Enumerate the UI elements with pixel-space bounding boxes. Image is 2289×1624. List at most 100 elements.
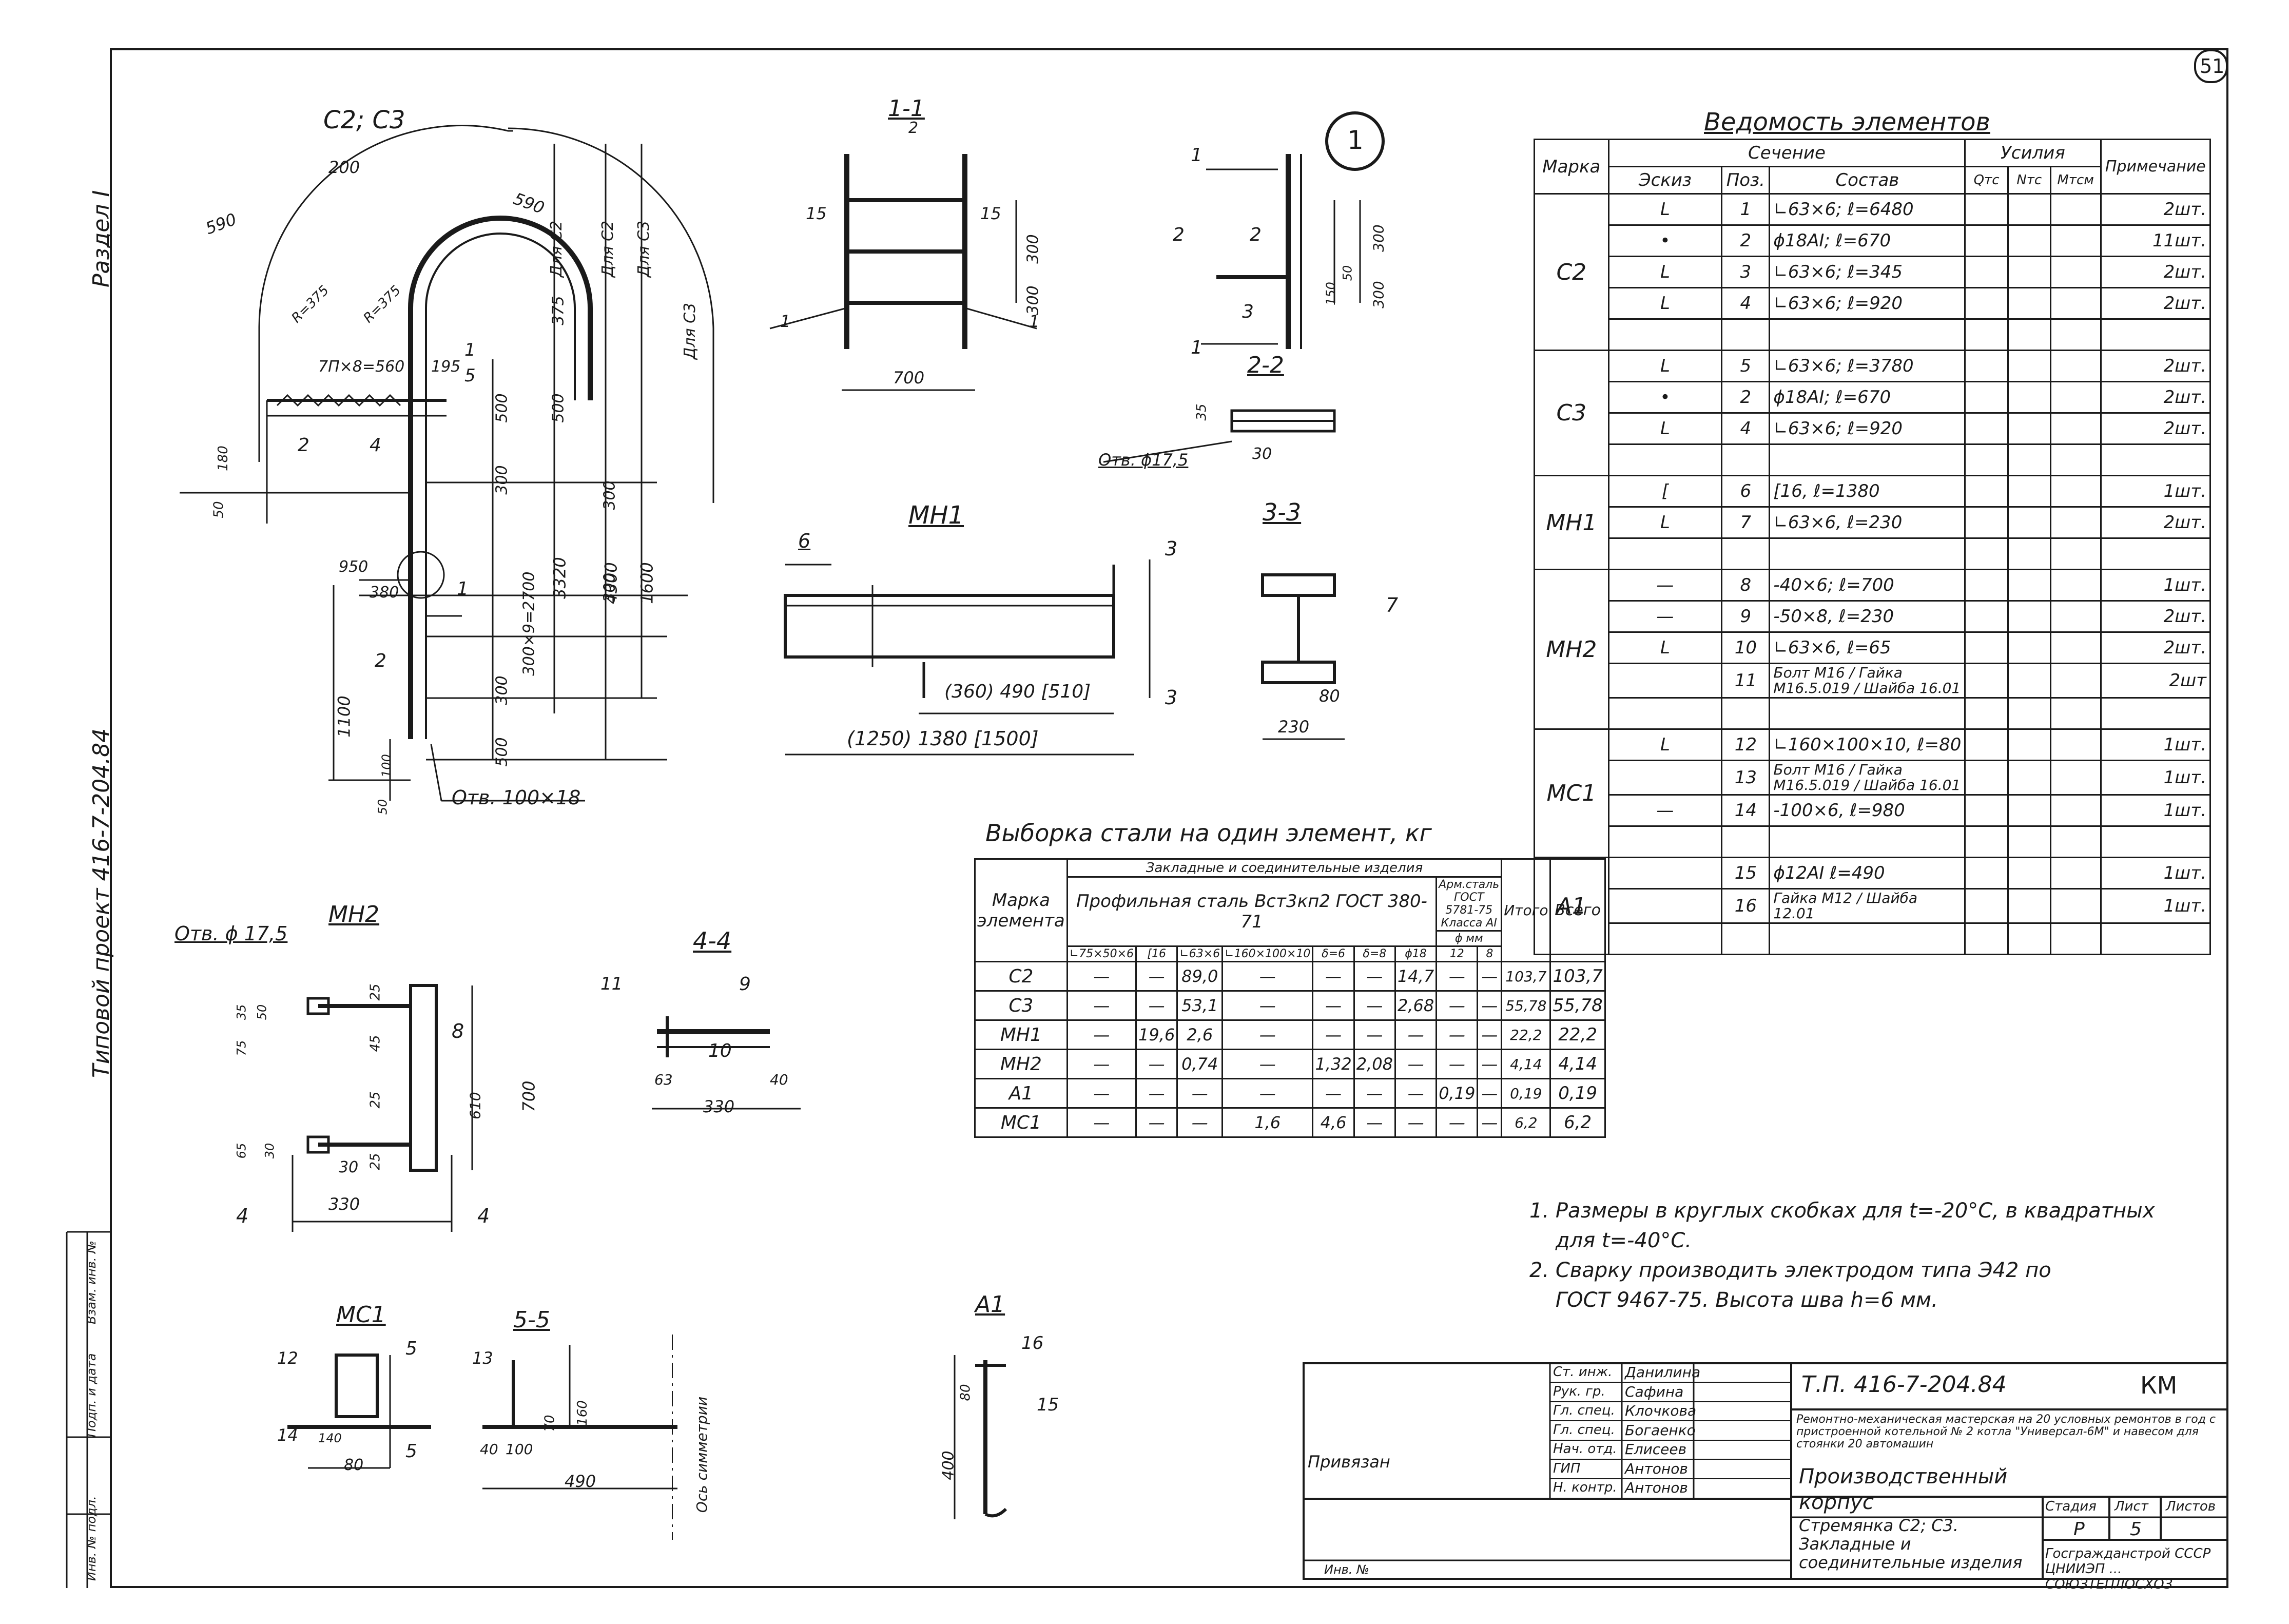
s44-dim-40: 40 [770,1071,788,1088]
ved-blank-cell [1769,825,1966,858]
vyb-value-cell: — [1312,1078,1355,1109]
ved-blank-cell [1721,537,1771,570]
mn2-title: МН2 [328,901,380,927]
s55-pos-13: 13 [472,1348,493,1368]
vyb-value-cell: — [1221,1049,1314,1079]
ved-prim-cell: 2шт [2100,663,2212,699]
vyb-col-header: ϕ18 [1394,945,1438,962]
c2c3-dim-50b: 50 [375,799,390,815]
c2c3-pos-5: 5 [464,365,476,386]
node1-dim-300b: 300 [1370,281,1387,308]
mn1-drawing [784,559,1151,756]
ved-h-n: Nтс [2007,166,2051,195]
s33-dim-80: 80 [1319,686,1340,706]
c2c3-dim-50: 50 [211,501,227,518]
ved-n-cell [2007,857,2051,890]
a1-title: А1 [975,1291,1005,1318]
ved-prim-cell: 2шт. [2100,381,2212,414]
ved-poz-cell: 16 [1721,888,1771,924]
s33-pos-7: 7 [1386,594,1399,616]
stamp-org: Госгражданстрой СССР ЦНИИЭП ... СОЮЗТЕПЛ… [2045,1546,2211,1592]
vyb-value-cell: 0,19 [1436,1078,1479,1109]
vyb-value-cell: — [1312,990,1355,1021]
ved-prim-cell: 11шт. [2100,224,2212,257]
ved-blank-cell [2007,318,2051,351]
ved-prim-cell: 1шт. [2100,794,2212,827]
ved-eskiz-cell [1607,888,1723,924]
s44-title: 4-4 [693,927,732,955]
ved-poz-cell: 7 [1721,506,1771,539]
ved-blank-cell [1721,825,1771,858]
ved-eskiz-cell: L [1607,412,1723,445]
vyb-value-cell: — [1353,1107,1396,1138]
stamp-mark: КМ [2140,1371,2178,1399]
ved-n-cell [2007,412,2051,445]
vyb-value-cell: — [1221,1078,1314,1109]
ved-m-cell [2049,193,2102,226]
c2c3-ladder [180,125,714,802]
vyb-value-cell: — [1066,1049,1137,1079]
stamp-role: Гл. спец. [1553,1422,1615,1438]
vyb-value-cell: 53,1 [1176,990,1224,1021]
c2c3-dim-200: 200 [328,158,360,177]
mn2-dim-25c: 25 [367,1153,383,1170]
ved-q-cell [1964,381,2009,414]
ved-blank-cell [1607,318,1723,351]
vyb-value-cell: — [1066,990,1137,1021]
mn2-dim-25b: 25 [367,1091,383,1109]
s11-dim-300a: 300 [1024,234,1042,264]
stamp-object: Ремонтно-механическая мастерская на 20 у… [1796,1413,2216,1451]
vyb-h-profil: Профильная сталь Вст3кп2 ГОСТ 380-71 [1066,876,1438,947]
mc1-pos-14: 14 [277,1425,298,1445]
vyb-value-cell: — [1221,961,1314,992]
s44-dim-330: 330 [703,1097,735,1116]
ved-blank-cell [2007,537,2051,570]
ved-h-usiliya: Усилия [1964,139,2102,167]
c2c3-pos-1b: 1 [457,578,469,600]
mn1-title: МН1 [908,501,964,530]
ved-blank-cell [1721,318,1771,351]
vyb-value-cell: — [1353,1019,1396,1050]
node-1 [1201,111,1385,349]
ved-sostav-cell: [16, ℓ=1380 [1769,475,1966,508]
vyb-vsego-cell: 55,78 [1549,990,1606,1021]
c2c3-dim-500c: 500 [493,737,511,767]
ved-blank-cell [2007,825,2051,858]
s55-simmetry: Ось симметрии [693,1396,711,1513]
node1-lbl-2b: 2 [1250,224,1262,245]
vyb-value-cell: — [1477,961,1503,992]
ved-m-cell [2049,256,2102,288]
ved-poz-cell: 8 [1721,569,1771,602]
ved-poz-cell: 1 [1721,193,1771,226]
ved-poz-cell: 15 [1721,857,1771,890]
c2c3-for-c2b: Для С2 [599,220,617,278]
ved-n-cell [2007,569,2051,602]
ved-sostav-cell: Болт М16 / Гайка М16.5.019 / Шайба 16.01 [1769,760,1966,796]
vyb-value-cell: — [1135,1107,1178,1138]
ved-sostav-cell: ϕ12AI ℓ=490 [1769,857,1966,890]
ved-sostav-cell: -40×6; ℓ=700 [1769,569,1966,602]
ved-poz-cell: 6 [1721,475,1771,508]
vyb-value-cell: 0,74 [1176,1049,1224,1079]
vyb-col-header: 12 [1436,945,1479,962]
ved-m-cell [2049,857,2102,890]
ved-n-cell [2007,888,2051,924]
vyb-value-cell: — [1394,1019,1438,1050]
ved-eskiz-cell: L [1607,631,1723,664]
ved-q-cell [1964,631,2009,664]
ved-n-cell [2007,224,2051,257]
ved-eskiz-cell: L [1607,287,1723,320]
stamp-name: Елисеев [1625,1441,1687,1458]
c2c3-pos-2b: 2 [375,650,386,671]
a1-pos-16: 16 [1021,1333,1044,1354]
vyb-value-cell: — [1436,1049,1479,1079]
ved-q-cell [1964,412,2009,445]
ved-blank-cell [2049,443,2102,476]
ved-n-cell [2007,663,2051,699]
